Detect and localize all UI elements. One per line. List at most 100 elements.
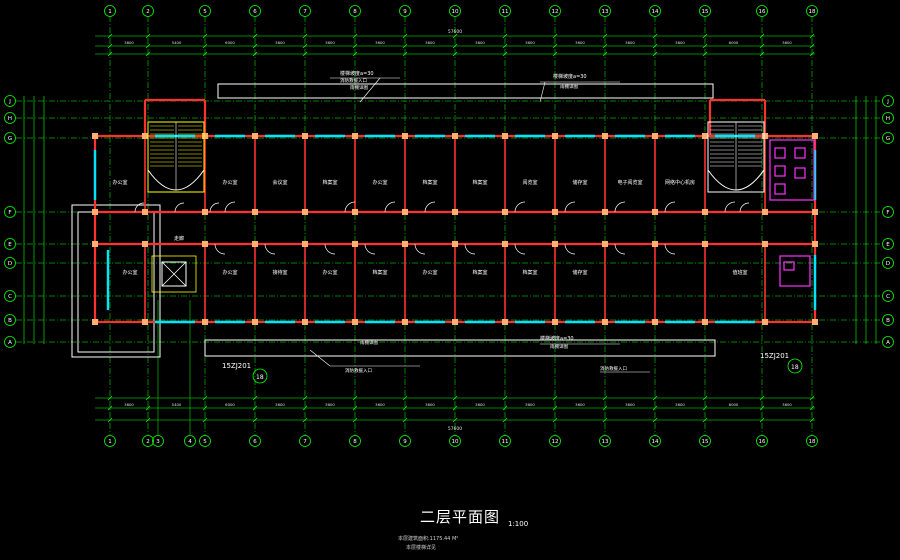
column: [452, 209, 458, 215]
door-swings: [134, 201, 750, 255]
grid-bubble-12: 12: [549, 435, 561, 447]
dimension-text: 3600: [575, 40, 585, 45]
svg-text:E: E: [886, 242, 890, 248]
structural-columns: [92, 133, 818, 325]
column: [92, 209, 98, 215]
svg-text:3: 3: [156, 439, 160, 445]
stair-note-top-left: 楼梯坡度a=30: [340, 70, 374, 77]
room-label: 储存室: [572, 269, 587, 276]
grid-bubble-E: E: [4, 238, 16, 250]
svg-text:13: 13: [602, 439, 609, 445]
svg-text:A: A: [886, 340, 890, 346]
column: [402, 209, 408, 215]
room-label: 办公室: [112, 179, 127, 186]
column: [812, 209, 818, 215]
column: [762, 241, 768, 247]
column: [502, 209, 508, 215]
svg-text:6: 6: [253, 9, 257, 15]
svg-text:C: C: [8, 294, 12, 300]
svg-text:1: 1: [108, 9, 112, 15]
room-label: 办公室: [122, 269, 137, 276]
svg-text:16: 16: [759, 439, 766, 445]
room-label: 接待室: [272, 269, 287, 276]
vertical-grid-axes: [109, 16, 813, 435]
svg-text:15: 15: [702, 439, 709, 445]
svg-text:B: B: [886, 318, 890, 324]
dimension-text: 6000: [729, 40, 739, 45]
room-label: 办公室: [322, 269, 337, 276]
column: [202, 241, 208, 247]
grid-bubble-13: 13: [599, 5, 611, 17]
grid-bubble-A: A: [882, 336, 894, 348]
svg-text:2: 2: [146, 9, 150, 15]
room-label: 网络中心机房: [665, 179, 695, 186]
room-label: 储存室: [572, 179, 587, 186]
dimension-text: 3600: [625, 402, 635, 407]
room-label: 档案室: [472, 179, 487, 186]
drawing-title: 二层平面图: [420, 508, 501, 526]
corridor-label: 走廊: [174, 235, 184, 242]
grid-bubble-C: C: [4, 290, 16, 302]
stair-left: [147, 121, 205, 193]
dimension-text: 3600: [675, 40, 685, 45]
column: [352, 209, 358, 215]
grid-bubble-3: 3: [152, 435, 164, 447]
stair-note-bottom: 楼梯坡度a=30: [540, 335, 574, 342]
column: [142, 133, 148, 139]
top-dimension-texts: 3600360054005400600060003600360036003600…: [107, 33, 815, 423]
column: [252, 319, 258, 325]
dimension-text: 3600: [625, 40, 635, 45]
room-label: 办公室: [222, 269, 237, 276]
grid-bubble-9: 9: [399, 5, 411, 17]
grid-bubble-7: 7: [299, 435, 311, 447]
svg-text:J: J: [886, 99, 889, 105]
svg-text:J: J: [8, 99, 11, 105]
column: [352, 319, 358, 325]
room-label: 会议室: [272, 179, 287, 186]
column: [702, 133, 708, 139]
column: [812, 133, 818, 139]
column: [602, 319, 608, 325]
svg-text:18: 18: [809, 9, 816, 15]
grid-bubble-8: 8: [349, 435, 361, 447]
grid-bubble-10: 10: [449, 5, 461, 17]
grid-bubble-9: 9: [399, 435, 411, 447]
svg-text:1: 1: [108, 439, 112, 445]
svg-text:15ZJ201: 15ZJ201: [222, 362, 251, 370]
toilet-fixtures: [769, 139, 815, 287]
dimension-text: 3600: [475, 402, 485, 407]
grid-bubble-13: 13: [599, 435, 611, 447]
grid-bubble-11: 11: [499, 5, 511, 17]
svg-text:H: H: [8, 116, 12, 122]
column: [302, 209, 308, 215]
grid-bubble-J: J: [4, 95, 16, 107]
svg-text:7: 7: [303, 9, 307, 15]
grid-bubble-D: D: [882, 257, 894, 269]
svg-text:11: 11: [502, 9, 509, 15]
canopy-top-right: 雨棚详图: [560, 83, 578, 90]
grid-bubble-E: E: [882, 238, 894, 250]
room-label: 档案室: [522, 269, 537, 276]
grid-bubble-H: H: [4, 112, 16, 124]
column: [142, 209, 148, 215]
room-label: 值班室: [732, 269, 747, 276]
svg-text:16: 16: [759, 9, 766, 15]
grid-bubble-B: B: [4, 314, 16, 326]
grid-bubble-14: 14: [649, 435, 661, 447]
drawing-note-stair: 本层楼梯详见: [406, 545, 437, 551]
column: [142, 319, 148, 325]
grid-bubble-16: 16: [756, 435, 768, 447]
column: [502, 319, 508, 325]
dimension-text: 3600: [475, 40, 485, 45]
svg-text:9: 9: [403, 439, 407, 445]
grid-bubble-7: 7: [299, 5, 311, 17]
column: [352, 241, 358, 247]
grid-bubble-5: 5: [199, 5, 211, 17]
grid-bubble-14: 14: [649, 5, 661, 17]
column: [652, 209, 658, 215]
column: [552, 319, 558, 325]
column: [402, 133, 408, 139]
south-room-labels: 办公室办公室接待室办公室档案室办公室档案室档案室储存室值班室: [122, 269, 747, 276]
grid-bubble-12: 12: [549, 5, 561, 17]
dimension-text: 3600: [375, 40, 385, 45]
